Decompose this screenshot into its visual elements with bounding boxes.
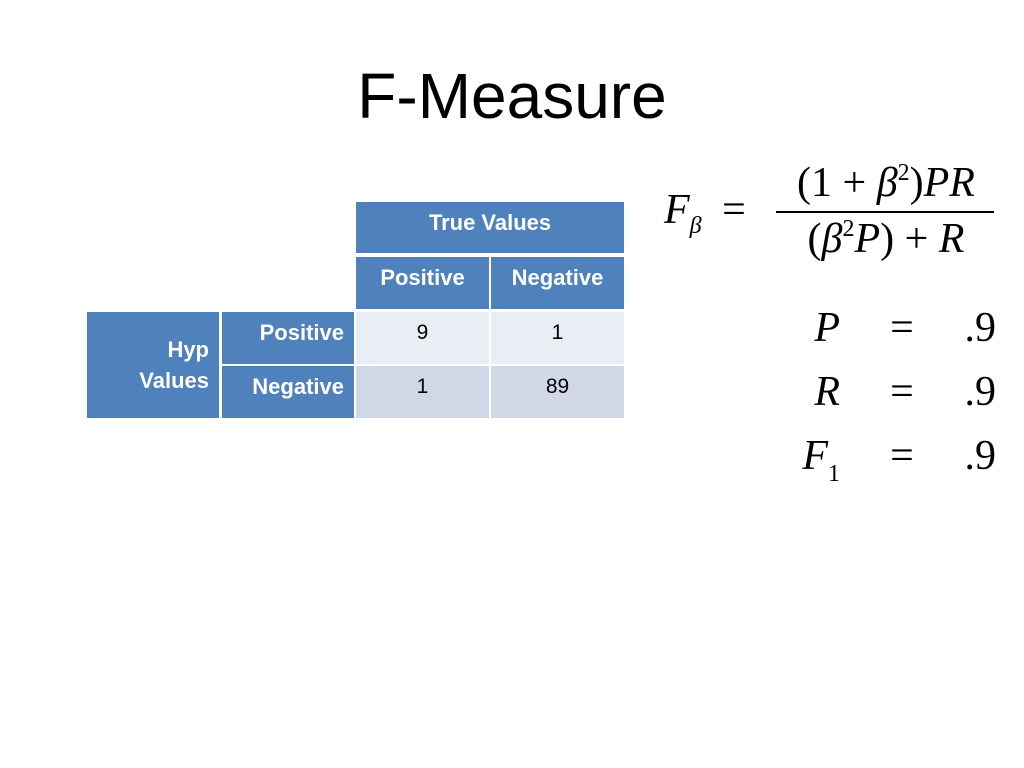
- row-header-label: Negative: [252, 374, 344, 399]
- fbeta-lhs: Fβ =: [664, 185, 746, 241]
- column-header-label: Negative: [511, 265, 604, 290]
- result-row-f1: F1 = .9: [760, 431, 1000, 487]
- result-var: R: [760, 367, 840, 417]
- result-value: .9: [964, 433, 997, 479]
- numerator-close: ): [909, 160, 924, 206]
- denominator-close: ) +: [880, 216, 939, 262]
- numerator-exponent: 2: [897, 160, 910, 186]
- cell-value: 1: [416, 375, 429, 398]
- fraction-bar: [776, 211, 994, 213]
- denominator-beta: β: [821, 216, 843, 262]
- fraction-denominator: (β2P) + R: [776, 214, 996, 270]
- row-header-negative: Negative: [222, 366, 354, 418]
- numerator-vars: PR: [923, 160, 975, 206]
- result-var-letter: F: [802, 433, 828, 479]
- true-values-header: True Values: [356, 202, 624, 253]
- denominator-var-p: P: [854, 216, 881, 262]
- column-header-positive: Positive: [356, 257, 489, 309]
- result-equals: =: [890, 369, 914, 415]
- numerator-open: (1 +: [797, 160, 877, 206]
- result-var: F1: [760, 431, 840, 487]
- denominator-var-r: R: [938, 216, 965, 262]
- cell-value: 9: [416, 321, 429, 344]
- table-cell: 9: [356, 312, 489, 364]
- result-equals: =: [890, 433, 914, 479]
- denominator-exponent: 2: [842, 216, 855, 242]
- true-values-label: True Values: [428, 210, 552, 235]
- hyp-values-label: Hyp Values: [139, 334, 209, 396]
- hyp-values-header: Hyp Values: [87, 312, 219, 418]
- table-cell: 1: [356, 366, 489, 418]
- fbeta-subscript: β: [689, 213, 702, 239]
- denominator-open: (: [807, 216, 822, 262]
- hyp-values-line1: Hyp: [167, 337, 209, 362]
- hyp-values-line2: Values: [139, 368, 209, 393]
- result-var-letter: P: [814, 305, 840, 351]
- result-var: P: [760, 303, 840, 353]
- result-subscript: 1: [828, 461, 840, 487]
- row-header-positive: Positive: [222, 312, 354, 364]
- fbeta-var: F: [664, 187, 690, 233]
- table-cell: 89: [491, 366, 624, 418]
- result-value: .9: [964, 305, 997, 351]
- slide-title: F-Measure: [357, 60, 667, 132]
- fbeta-equals: =: [722, 187, 746, 233]
- column-header-label: Positive: [380, 265, 465, 290]
- fraction-numerator: (1 + β2)PR: [776, 158, 996, 214]
- result-row-r: R = .9: [760, 367, 1000, 417]
- row-header-label: Positive: [259, 320, 344, 345]
- column-header-negative: Negative: [491, 257, 624, 309]
- result-value: .9: [964, 369, 997, 415]
- result-equals: =: [890, 305, 914, 351]
- result-var-letter: R: [814, 369, 840, 415]
- cell-value: 89: [545, 375, 570, 398]
- numerator-beta: β: [876, 160, 898, 206]
- table-cell: 1: [491, 312, 624, 364]
- cell-value: 1: [551, 321, 564, 344]
- result-row-p: P = .9: [760, 303, 1000, 353]
